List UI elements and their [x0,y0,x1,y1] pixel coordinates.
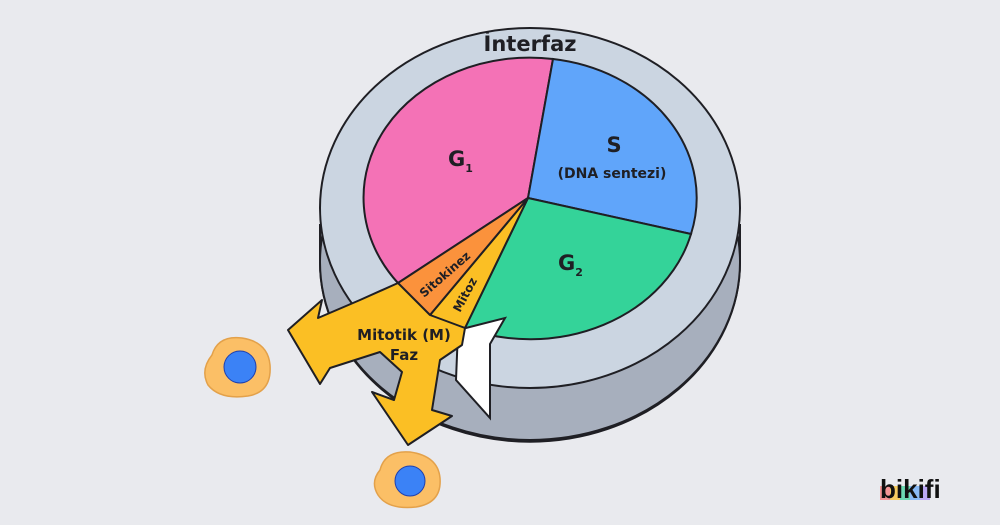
bikifi-logo: bikifi [880,474,941,504]
nucleus-lower [394,465,426,497]
s-label: S [606,133,621,157]
logo-text: bikifi [880,474,941,504]
s-detail-label: (DNA sentezi) [558,166,667,182]
cell-upper [204,336,271,398]
g1-slice [362,56,555,285]
g1-label: G1 [448,147,473,175]
s-slice [526,57,698,236]
interphase-label: İnterfaz [484,31,577,56]
g1-subscript: 1 [465,162,473,175]
g2-letter: G [558,251,575,275]
g1-letter: G [448,147,465,171]
g2-label: G2 [558,251,583,279]
return-arrow [454,316,508,421]
g2-slice [463,196,693,341]
g2-subscript: 2 [575,266,583,279]
mitotic-arrow [287,282,466,446]
mitotic-phase-label-line1: Mitotik (M) [357,326,451,344]
mitotic-phase-label-line2: Faz [390,346,418,364]
nucleus-upper [223,350,257,384]
cell-lower [373,451,441,509]
